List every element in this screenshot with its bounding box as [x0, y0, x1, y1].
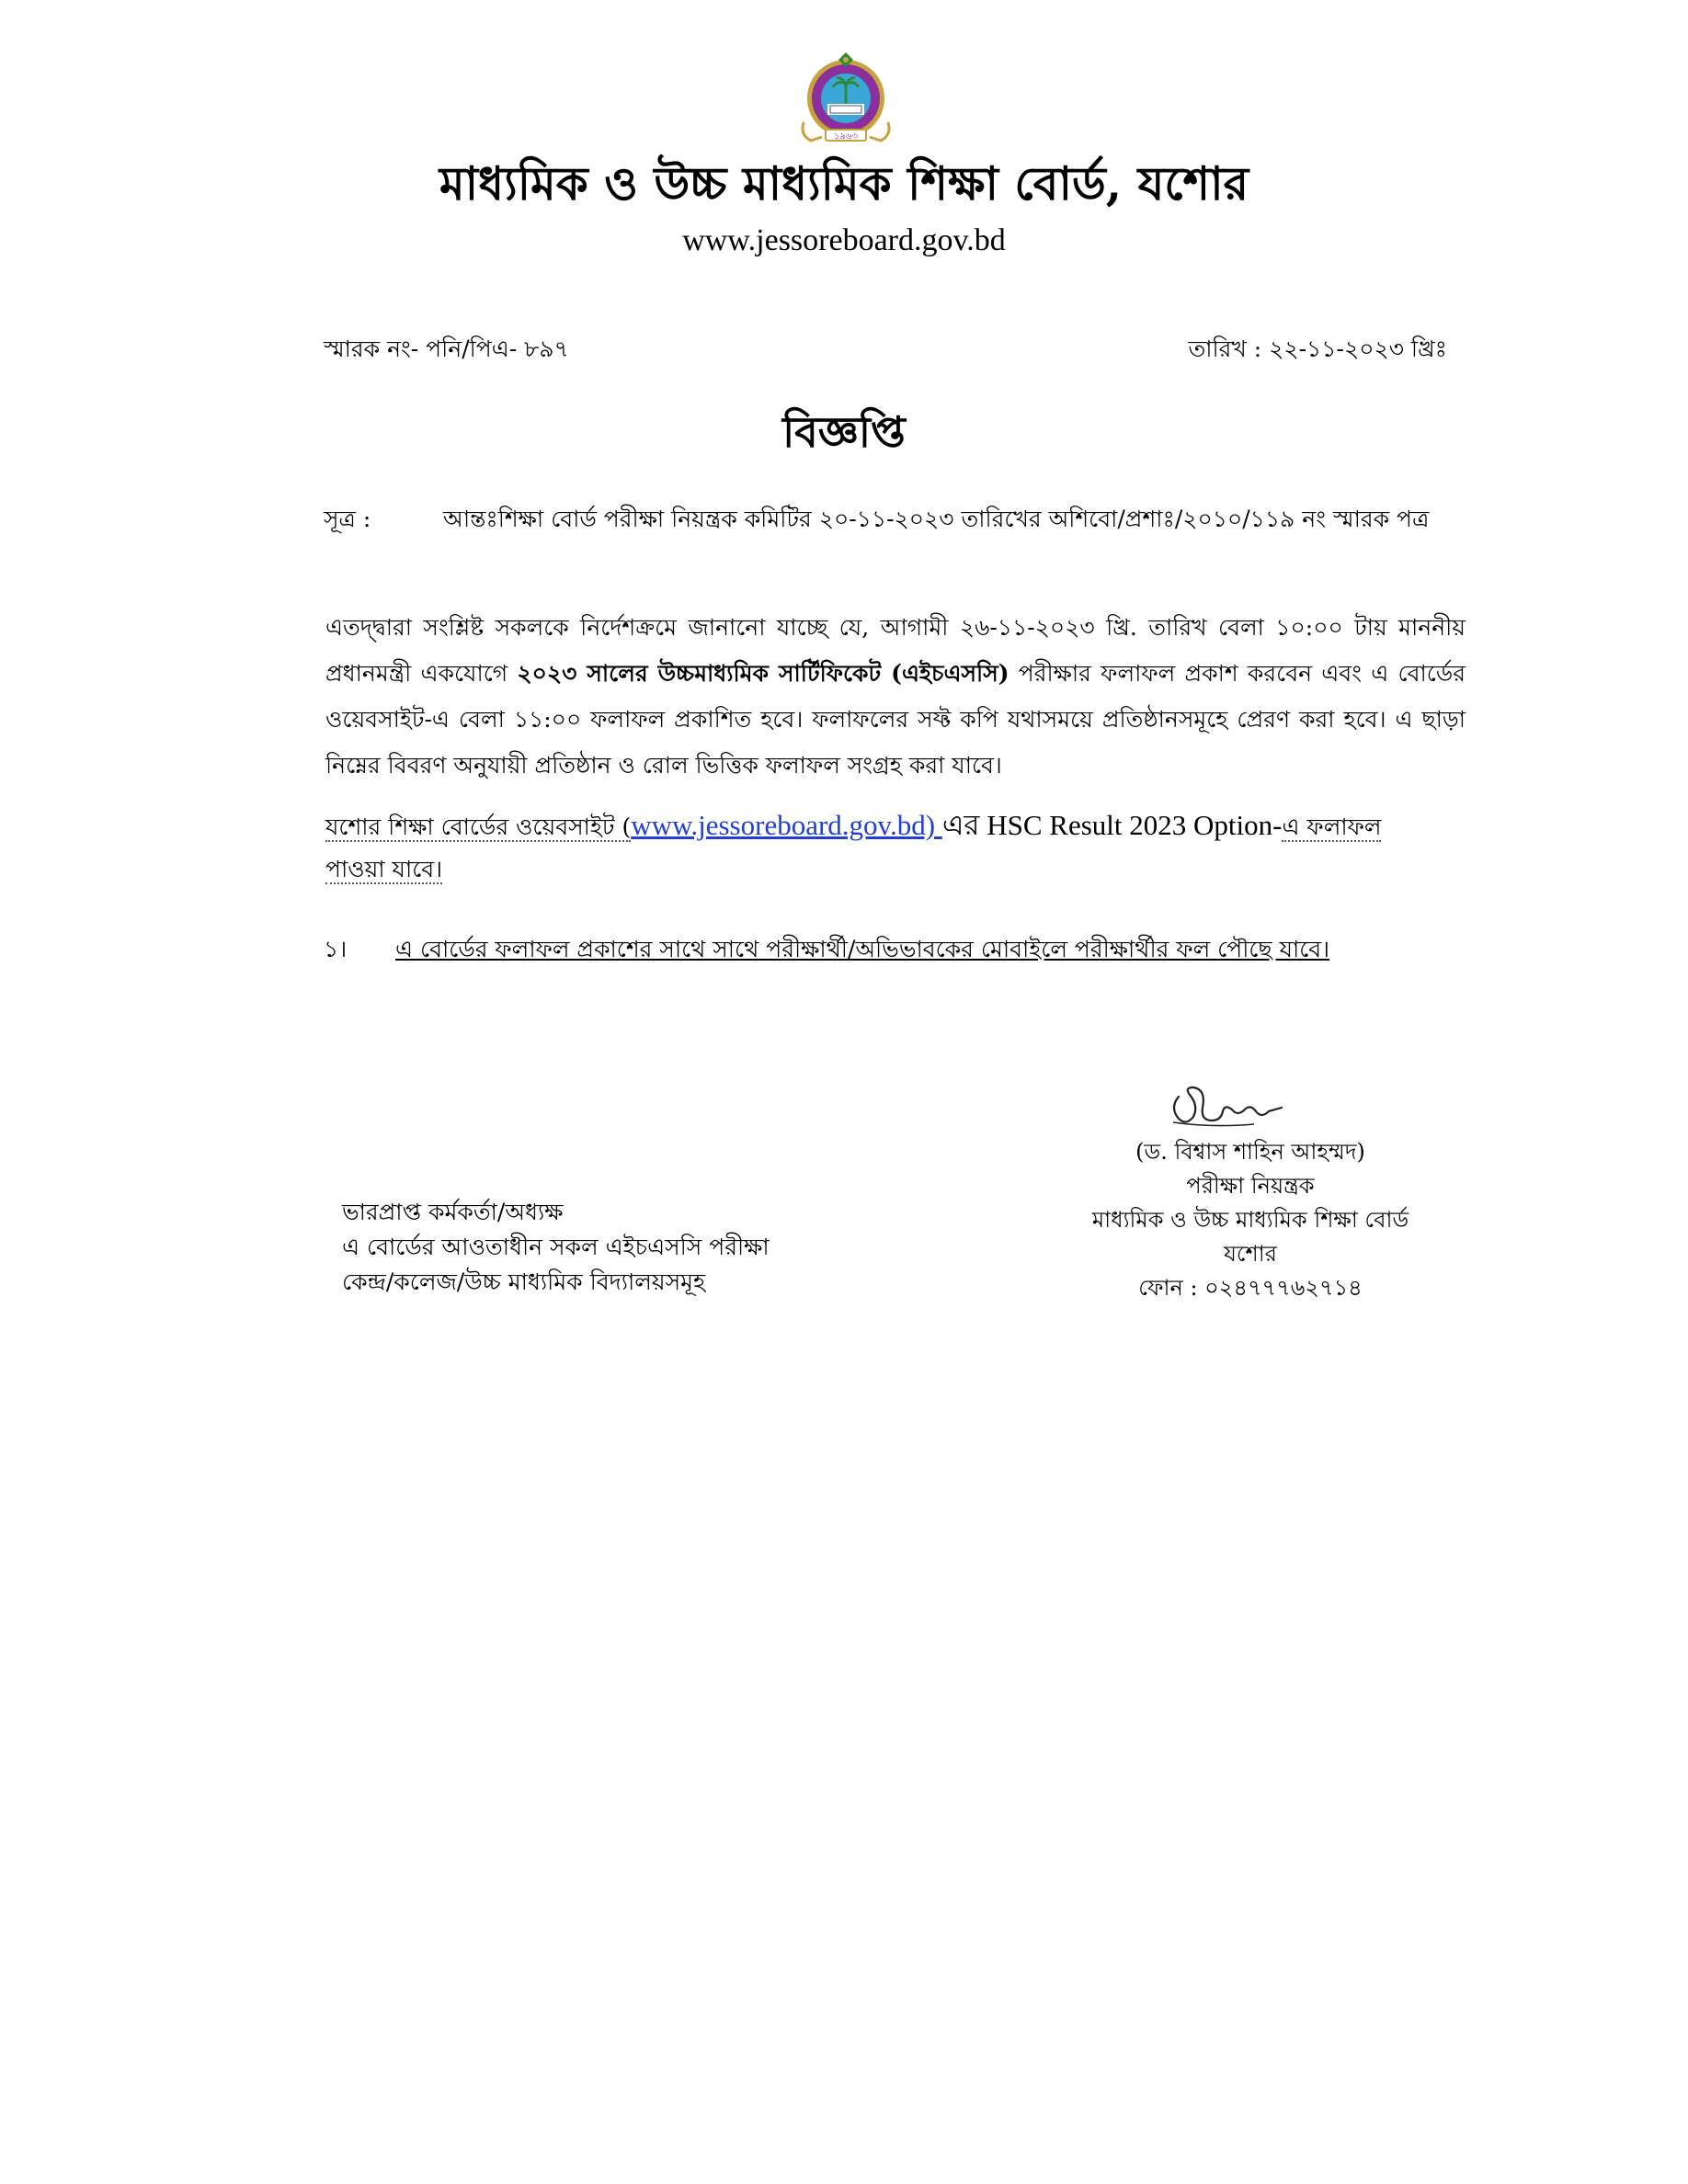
- recipient-line-2: এ বোর্ডের আওতাধীন সকল এইচএসসি পরীক্ষা: [342, 1234, 770, 1260]
- handwritten-signature-icon: [1166, 1080, 1304, 1139]
- body-bold-text: ২০২৩ সালের উচ্চমাধ্যমিক সার্টিফিকেট (এইচ…: [517, 660, 1009, 687]
- signatory-block: (ড. বিশ্বাস শাহিন আহম্মদ) পরীক্ষা নিয়ন্…: [1057, 1135, 1443, 1305]
- signatory-phone: ফোন : ০২৪৭৭৭৬২৭১৪: [1138, 1275, 1363, 1301]
- result-option-paragraph: যশোর শিক্ষা বোর্ডের ওয়েবসাইট (www.jesso…: [325, 804, 1420, 891]
- jessore-board-seal-icon: ১৯৬৩: [791, 51, 901, 155]
- memo-date: তারিখ : ২২-১১-২০২৩ খ্রিঃ: [1188, 336, 1447, 362]
- memo-number: স্মারক নং- পনি/পিএ- ৮৯৭: [324, 336, 569, 362]
- recipient-line-3: কেন্দ্র/কলেজ/উচ্চ মাধ্যমিক বিদ্যালয়সমূহ: [342, 1268, 706, 1295]
- signatory-name: (ড. বিশ্বাস শাহিন আহম্মদ): [1135, 1139, 1365, 1165]
- signatory-organization: মাধ্যমিক ও উচ্চ মাধ্যমিক শিক্ষা বোর্ড: [1091, 1207, 1409, 1233]
- option-prefix: যশোর শিক্ষা বোর্ডের ওয়েবসাইট (: [325, 813, 632, 842]
- reference-label: সূত্র :: [324, 506, 371, 532]
- board-website: www.jessoreboard.gov.bd: [682, 223, 1006, 257]
- notice-body: এতদ্দ্বারা সংশ্লিষ্ট সকলকে নির্দেশক্রমে …: [325, 605, 1466, 789]
- website-link[interactable]: www.jessoreboard.gov.bd): [631, 809, 942, 841]
- option-mid: এর HSC Result 2023 Option-: [941, 809, 1283, 841]
- signatory-designation: পরীক্ষা নিয়ন্ত্রক: [1186, 1173, 1315, 1199]
- reference-text: আন্তঃশিক্ষা বোর্ড পরীক্ষা নিয়ন্ত্রক কমি…: [443, 506, 1430, 532]
- seal-year: ১৯৬৩: [834, 131, 858, 142]
- recipient-line-1: ভারপ্রাপ্ত কর্মকর্তা/অধ্যক্ষ: [342, 1199, 564, 1225]
- notice-heading: বিজ্ঞপ্তি: [782, 407, 906, 457]
- recipient-block: ভারপ্রাপ্ত কর্মকর্তা/অধ্যক্ষ এ বোর্ডের আ…: [342, 1195, 770, 1300]
- option-suffix: এ ফলাফল পাওয়া যাবে।: [325, 813, 1382, 884]
- signatory-city: যশোর: [1224, 1241, 1277, 1267]
- board-name: মাধ্যমিক ও উচ্চ মাধ্যমিক শিক্ষা বোর্ড, য…: [439, 156, 1249, 210]
- point-text: এ বোর্ডের ফলাফল প্রকাশের সাথে সাথে পরীক্…: [395, 936, 1330, 962]
- body-text-part1: এতদ্দ্বারা সংশ্লিষ্ট সকলকে নির্দেশক্রমে …: [325, 614, 1466, 687]
- point-number: ১।: [324, 936, 348, 962]
- body-text-part2: পরীক্ষার ফলাফল প্রকাশ করবেন এবং এ বোর্ডে…: [325, 660, 1466, 779]
